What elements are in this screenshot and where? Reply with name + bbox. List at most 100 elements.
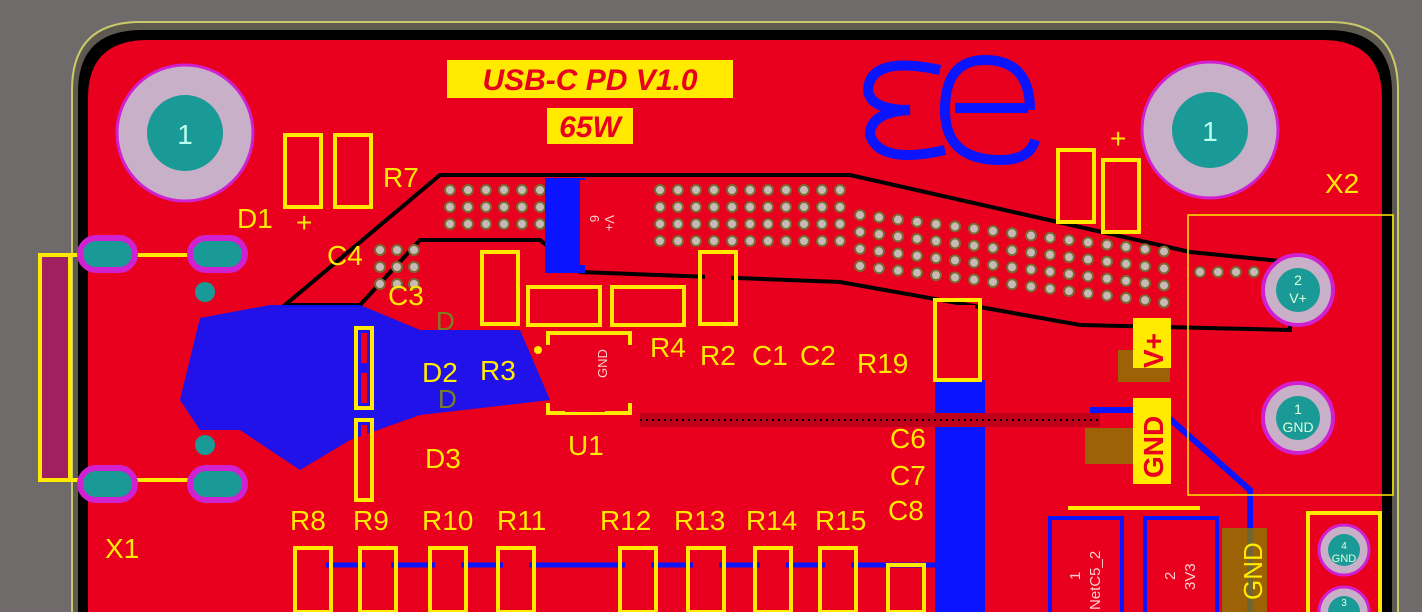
via (968, 239, 980, 252)
via (480, 184, 492, 196)
via (968, 222, 980, 235)
resistor-r10 (428, 546, 468, 612)
c-component (886, 563, 926, 612)
via (1101, 272, 1113, 285)
bottom-d-mark: D (438, 384, 457, 414)
inductor-pad-1: 1 NetC5_2 (1048, 516, 1124, 612)
designator-x2: X2 (1325, 168, 1359, 199)
via (672, 184, 684, 196)
svg-text:NetC5_2: NetC5_2 (1087, 551, 1104, 610)
designator-r13: R13 (674, 505, 725, 536)
svg-text:GND: GND (1282, 419, 1313, 435)
via (1063, 234, 1075, 247)
via (1006, 244, 1018, 257)
via (1158, 262, 1170, 275)
via (987, 258, 999, 271)
via (1044, 248, 1056, 261)
designator-r9: R9 (353, 505, 389, 536)
via (762, 184, 774, 196)
via (834, 201, 846, 213)
via (534, 218, 546, 230)
via (873, 245, 885, 258)
via (1194, 266, 1206, 278)
label-bg (1133, 398, 1171, 484)
via (834, 235, 846, 247)
cap-component (1101, 158, 1141, 234)
designator-r15: R15 (815, 505, 866, 536)
via (480, 218, 492, 230)
logo-icon (862, 54, 1040, 166)
via (798, 218, 810, 230)
bottom-d-mark: D (436, 306, 455, 336)
via (744, 201, 756, 213)
x2-outline (1187, 214, 1394, 496)
svg-text:GND: GND (1332, 553, 1357, 565)
via (1006, 261, 1018, 274)
via (708, 184, 720, 196)
via (498, 201, 510, 213)
net-label-gnd-2: GND (1238, 542, 1268, 600)
via (374, 244, 386, 256)
r2-component (698, 250, 738, 326)
via (949, 254, 961, 267)
via (816, 184, 828, 196)
net-label-vplus: V+ (1138, 333, 1169, 368)
cap-component (1056, 148, 1096, 224)
via (516, 184, 528, 196)
via (408, 244, 420, 256)
via (892, 264, 904, 277)
r3-component (480, 250, 520, 326)
via (391, 261, 403, 273)
resistor-r11 (496, 546, 536, 612)
title-bg (447, 60, 733, 98)
x3-pad-4: 4 GND (1317, 523, 1371, 577)
via (816, 235, 828, 247)
via (1025, 280, 1037, 293)
designator-r7: R7 (383, 162, 419, 193)
label-bg (1222, 528, 1267, 612)
designator-d2: D2 (422, 357, 458, 388)
via (816, 218, 828, 230)
via (892, 213, 904, 226)
via (1158, 296, 1170, 309)
via (1044, 282, 1056, 295)
board-title: USB-C PD V1.0 (482, 64, 697, 97)
via (516, 218, 528, 230)
designator-r4: R4 (650, 332, 686, 363)
via (391, 244, 403, 256)
via (744, 218, 756, 230)
via (744, 235, 756, 247)
designator-c8: C8 (888, 495, 924, 526)
via (462, 218, 474, 230)
via (854, 226, 866, 238)
via (1120, 274, 1132, 287)
via (949, 220, 961, 233)
resistor-r15 (818, 546, 858, 612)
via (834, 218, 846, 230)
via (1120, 240, 1132, 253)
via (854, 243, 866, 255)
via (708, 235, 720, 247)
via (690, 184, 702, 196)
via (930, 235, 942, 248)
svg-text:1: 1 (177, 119, 193, 150)
svg-text:1: 1 (1067, 572, 1084, 580)
via (930, 269, 942, 282)
via (1082, 287, 1094, 300)
via (672, 218, 684, 230)
designator-r11: R11 (497, 505, 546, 536)
via (780, 184, 792, 196)
via (987, 224, 999, 237)
via (873, 211, 885, 224)
via (854, 260, 866, 272)
power-pad-label: V+ (602, 215, 617, 231)
via (462, 201, 474, 213)
power-pad-num: 6 (587, 215, 602, 222)
via (672, 235, 684, 247)
via (834, 184, 846, 196)
d1-component (283, 133, 323, 209)
designator-r12: R12 (600, 505, 651, 536)
via (1139, 277, 1151, 290)
u1-pad-label: GND (595, 349, 610, 378)
